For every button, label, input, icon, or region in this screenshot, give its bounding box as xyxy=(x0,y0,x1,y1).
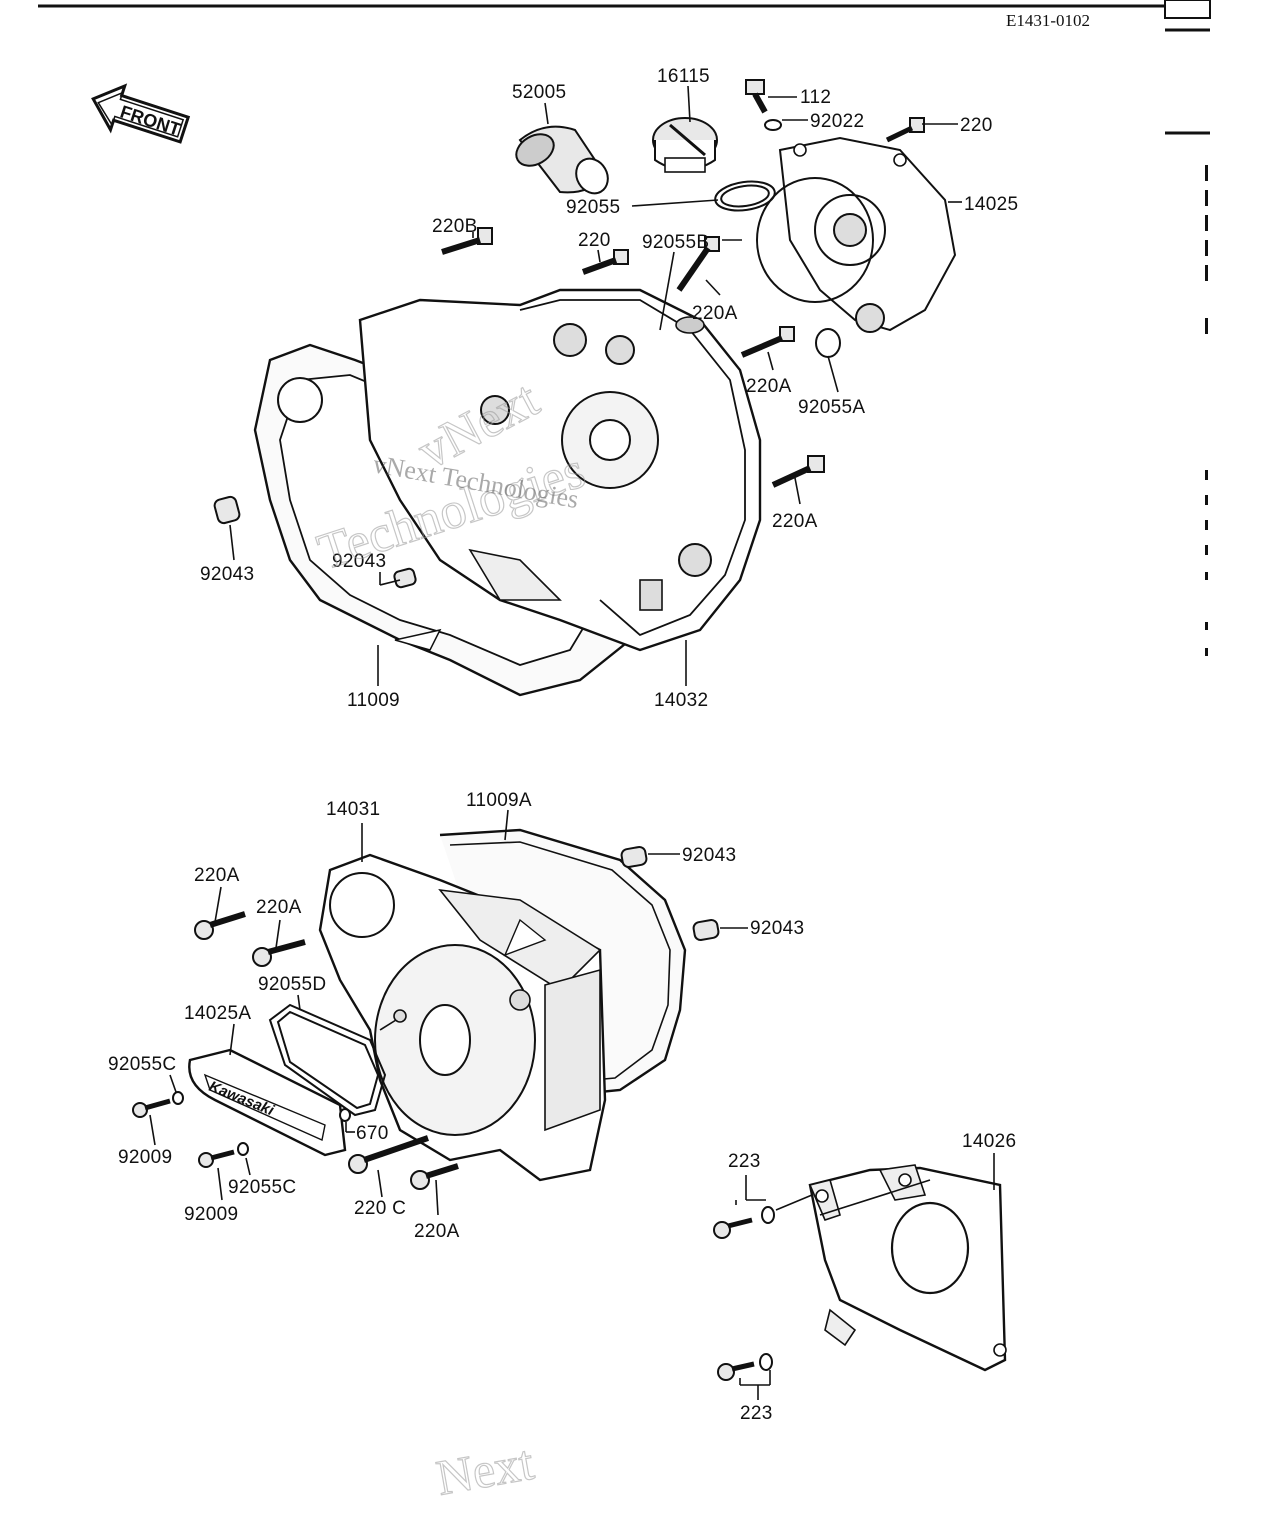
label-220A-6: 220A xyxy=(414,1221,460,1242)
part-92055B-gasket xyxy=(756,177,874,303)
label-11009: 11009 xyxy=(347,690,400,711)
bolt-220A-3 xyxy=(771,455,825,488)
watermark-bottom: Next xyxy=(432,1434,538,1506)
part-92055A-oring xyxy=(815,328,841,358)
label-11009A: 11009A xyxy=(466,790,532,811)
washer-223-1 xyxy=(761,1206,775,1224)
label-92055C-1: 92055C xyxy=(108,1054,176,1075)
part-14031-cover xyxy=(318,853,607,1182)
part-92055D-gasket-inner xyxy=(276,1010,380,1110)
label-92022: 92022 xyxy=(810,111,864,132)
label-14025A: 14025A xyxy=(184,1003,251,1024)
part-92043-dowel-left xyxy=(213,495,241,525)
label-220A-3: 220A xyxy=(772,511,818,532)
leader-lines-middle xyxy=(149,809,748,1216)
bolt-92009-2 xyxy=(198,1149,235,1168)
label-92055C-2: 92055C xyxy=(228,1177,296,1198)
label-92055A: 92055A xyxy=(798,397,865,418)
bolt-220C xyxy=(348,1135,429,1174)
label-112: 112 xyxy=(800,87,831,108)
label-16115: 16115 xyxy=(657,66,710,87)
label-223-2: 223 xyxy=(740,1403,773,1424)
label-220-mid: 220 xyxy=(578,230,611,251)
label-92055D: 92055D xyxy=(258,974,326,995)
part-92055D-gasket xyxy=(268,1003,387,1117)
leader-lines-lower xyxy=(735,1153,995,1400)
part-670 xyxy=(339,1108,351,1122)
label-670: 670 xyxy=(356,1123,389,1144)
part-92043-dowel-r2 xyxy=(692,919,720,941)
label-220B: 220B xyxy=(432,216,478,237)
part-16115-filler-cap xyxy=(652,117,718,173)
washer-92055C-1 xyxy=(172,1091,184,1105)
label-92043-r2: 92043 xyxy=(750,918,804,939)
label-220A-2: 220A xyxy=(746,376,792,397)
bolt-220A-6 xyxy=(410,1163,459,1190)
label-220A-4: 220A xyxy=(194,865,240,886)
label-14026: 14026 xyxy=(962,1131,1016,1152)
bolt-220A-2 xyxy=(740,326,795,358)
leader-lines-top xyxy=(229,85,962,686)
label-223-1: 223 xyxy=(728,1151,761,1172)
label-52005: 52005 xyxy=(512,82,566,103)
label-220C: 220 C xyxy=(354,1198,406,1219)
bolt-220B xyxy=(441,227,493,255)
diagram-code: E1431-0102 xyxy=(1006,11,1090,30)
part-52005-cap xyxy=(515,125,609,195)
cropped-right-margin xyxy=(1205,165,1208,656)
label-92043-r1: 92043 xyxy=(682,845,736,866)
label-92055B: 92055B xyxy=(642,232,709,253)
label-92055: 92055 xyxy=(566,197,620,218)
bolt-223-1 xyxy=(713,1217,753,1239)
label-220-top: 220 xyxy=(960,115,993,136)
part-14025A-emblem-cover: Kawasaki xyxy=(188,1048,347,1157)
label-92043-inner: 92043 xyxy=(332,551,386,572)
front-arrow-icon: FRONT xyxy=(91,83,191,144)
label-220A-5: 220A xyxy=(256,897,302,918)
washer-223-2 xyxy=(759,1353,773,1371)
label-14025: 14025 xyxy=(964,194,1018,215)
part-112-bolt xyxy=(745,79,768,114)
part-92022-washer xyxy=(764,119,782,131)
label-14031: 14031 xyxy=(326,799,380,820)
label-220A-1: 220A xyxy=(692,303,738,324)
label-92009-2: 92009 xyxy=(184,1204,238,1225)
corner-tab xyxy=(1164,0,1211,19)
part-14032-crankcase-cover xyxy=(358,288,762,652)
part-14026-sprocket-cover xyxy=(808,1164,1007,1372)
bolt-220-mid xyxy=(581,249,629,275)
part-labels: 52005 16115 112 92022 220 14025 92055 92… xyxy=(108,66,1018,1424)
label-92009-1: 92009 xyxy=(118,1147,172,1168)
bolt-220A-1 xyxy=(676,236,720,292)
part-92055-oring-inner xyxy=(720,184,770,208)
bolt-220A-5 xyxy=(252,939,306,967)
bolt-92009-1 xyxy=(132,1098,171,1118)
bolt-220A-4 xyxy=(194,911,246,940)
washer-92055C-2 xyxy=(237,1142,249,1156)
part-92043-dowel-r1 xyxy=(620,846,648,868)
bolt-223-2 xyxy=(717,1361,755,1381)
label-14032: 14032 xyxy=(654,690,708,711)
part-14025-cover xyxy=(778,136,957,333)
label-92043-left: 92043 xyxy=(200,564,254,585)
bolt-220-top xyxy=(885,117,925,143)
